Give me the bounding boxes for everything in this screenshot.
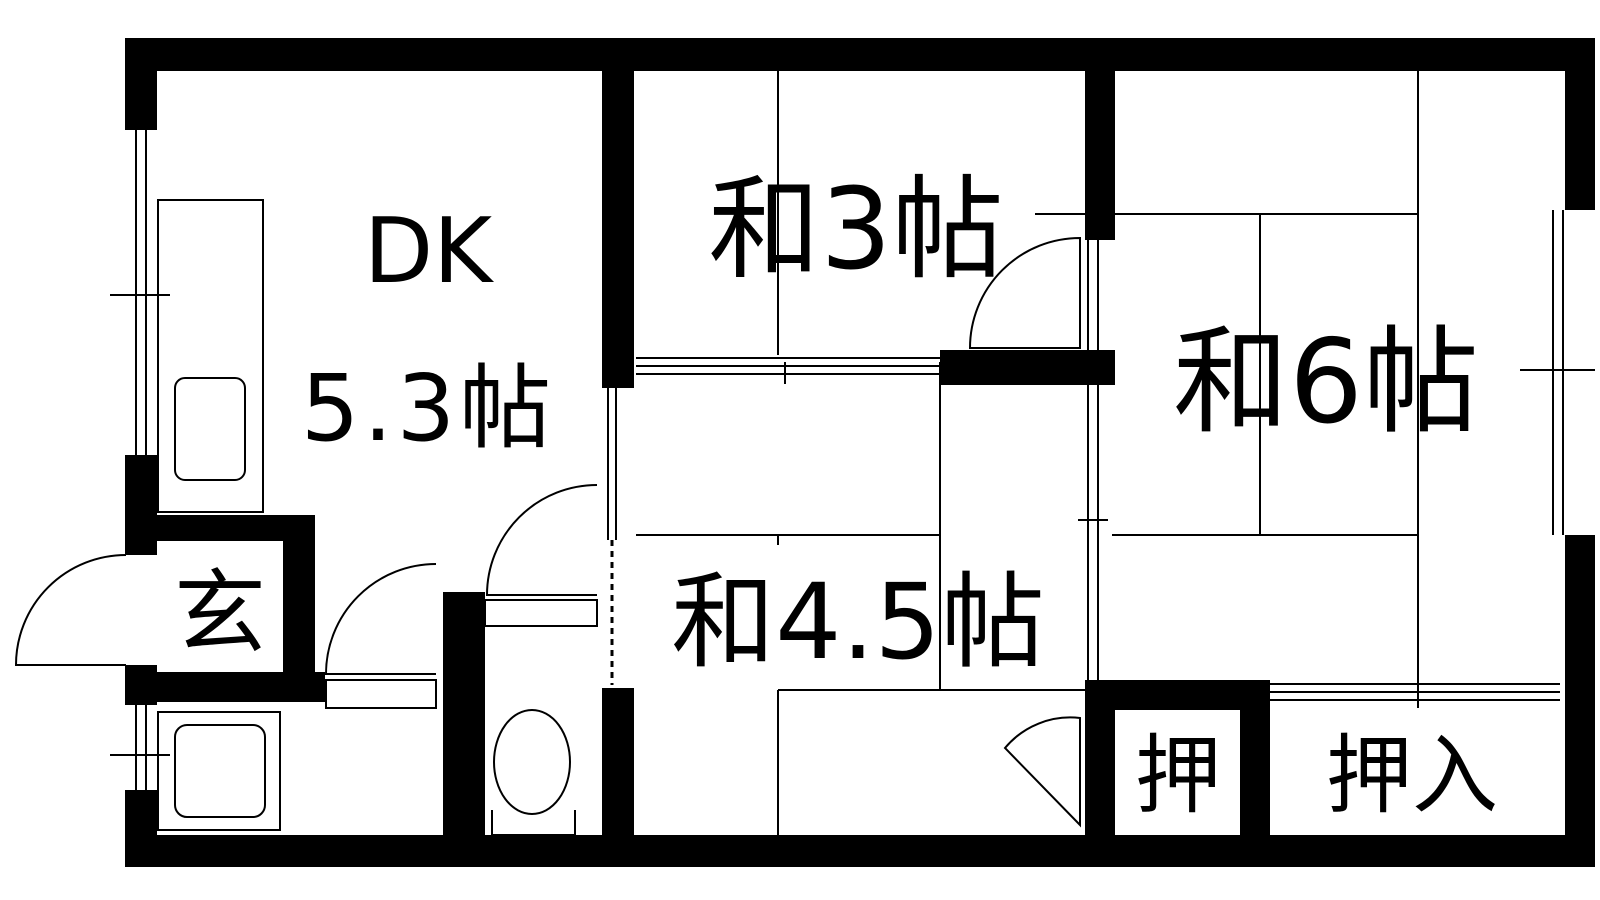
washitsu-3-label: 和3帖 — [708, 165, 1003, 295]
thin-lines — [110, 70, 1595, 836]
door-swings — [14, 236, 1081, 828]
closet-large-label: 押入 — [1326, 726, 1498, 826]
washitsu-6-label: 和6帖 — [1173, 315, 1479, 450]
dk-name-label: DK — [364, 199, 494, 304]
walls — [125, 38, 1595, 867]
closet-small-label: 押 — [1135, 726, 1221, 826]
genkan-label: 玄 — [174, 560, 266, 667]
washitsu-4-5-label: 和4.5帖 — [671, 561, 1044, 683]
dk-size-label: 5.3帖 — [301, 355, 555, 462]
